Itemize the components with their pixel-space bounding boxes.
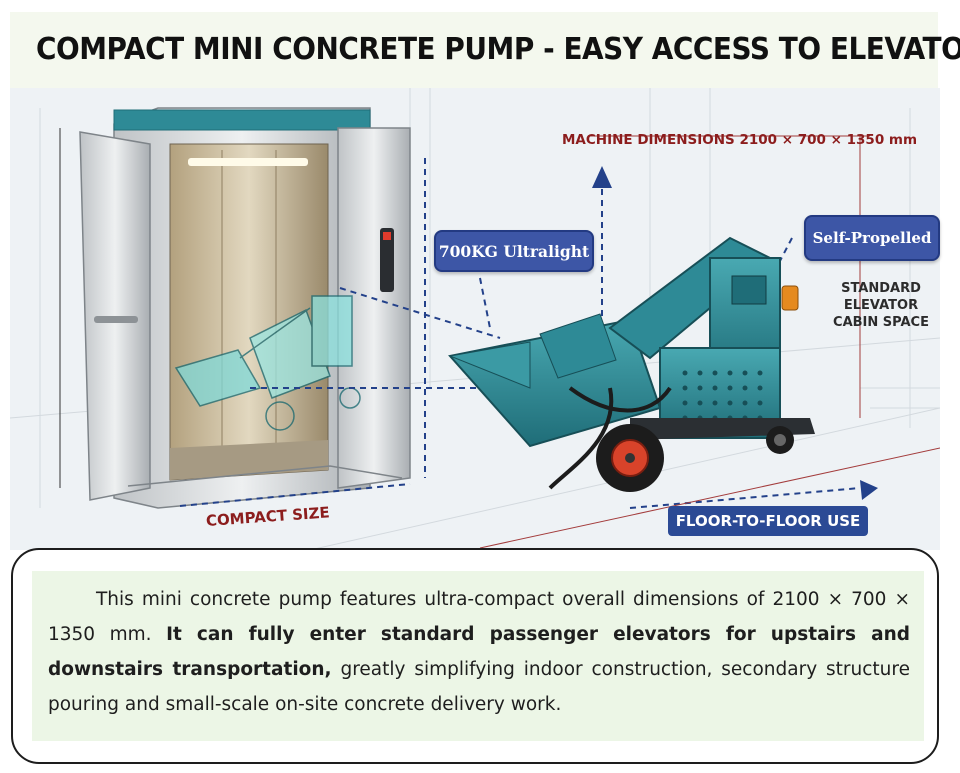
- ghost-machine: [174, 295, 361, 431]
- cabin-space-label: STANDARD ELEVATOR CABIN SPACE: [833, 281, 929, 330]
- concrete-pump: [448, 236, 815, 492]
- description-part1: This mini concrete pump features ultra-c…: [48, 589, 910, 645]
- door-handle: [94, 316, 138, 323]
- page-title: COMPACT MINI CONCRETE PUMP - EASY ACCESS…: [36, 32, 960, 67]
- description-text: This mini concrete pump features ultra-c…: [48, 582, 910, 722]
- floor-to-floor-label: FLOOR-TO-FLOOR USE: [668, 506, 868, 536]
- ultralight-callout: 700KG Ultralight: [434, 230, 594, 272]
- elevator-header: [113, 109, 371, 131]
- title-banner: [10, 12, 938, 88]
- description-background: [32, 571, 924, 741]
- description-bold: It can fully enter standard passenger el…: [48, 624, 911, 680]
- illustration: [10, 88, 940, 550]
- self-propelled-callout: Self-Propelled: [804, 215, 940, 261]
- machine-dimensions-label: MACHINE DIMENSIONS 2100 × 700 × 1350 mm: [562, 132, 918, 148]
- description-part2: greatly simplifying indoor construction,…: [48, 659, 910, 715]
